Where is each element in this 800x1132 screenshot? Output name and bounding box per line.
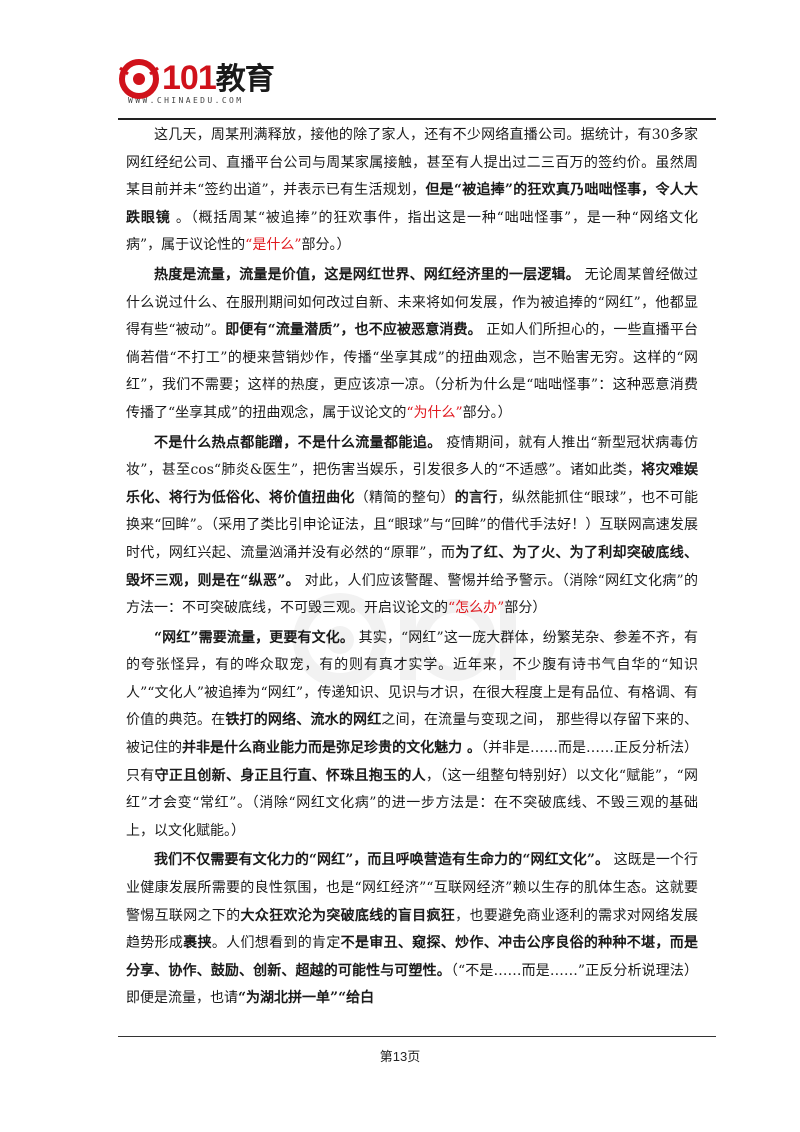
bold-text: 为了红、为了火、为了利却突破底线、毁坏三观，则是在“纵恶”。 (126, 544, 698, 589)
bold-text: 但是“被追捧”的狂欢真乃咄咄怪事，令人大跌眼镜 (126, 182, 698, 226)
text-run: （“不是……而是……”正反分析说理法）即便是流量，也请 (126, 962, 698, 1007)
text-run: 这既是一个行业健康发展所需要的良性氛围，也是“网红经济”“互联网经济”赖以生存的… (126, 852, 698, 924)
bold-text: “为湖北拼一单”“给白 (238, 990, 375, 1007)
bold-text: 不是审丑、窥探、炒作、冲击公序良俗的种种不堪，而是分享、协作、鼓励、创新、超越的… (126, 935, 699, 979)
text-run: 部分。） (462, 404, 512, 421)
page-header: 101教育 WWW.CHINAEDU.COM (118, 58, 718, 114)
text-run: （精简的整句） (354, 489, 455, 506)
bold-text: 将灾难娱乐化、将行为低俗化、将价值扭曲化 (126, 462, 699, 506)
text-run: 无论周某曾经做过什么说过什么、在服刑期间如何改过自新、未来将如何发展，作为被追捧… (126, 266, 699, 339)
text-run: （并非是……而是……正反分析法）只有 (126, 740, 699, 784)
logo-url: WWW.CHINAEDU.COM (128, 96, 244, 105)
text-run: 正如人们所担心的，一些直播平台倘若借“不打工”的梗来营销炒作，传播“坐享其成”的… (126, 322, 698, 421)
paragraph-5: 我们不仅需要有文化力的“网红”，而且呼唤营造有生命力的“网红文化”。 这既是一个… (126, 847, 698, 1013)
paragraph-3: 不是什么热点都能蹭，不是什么流量都能追。 疫情期间，就有人推出“新型冠状病毒仿妆… (126, 430, 698, 623)
logo-wordmark: 101教育 (162, 58, 275, 100)
bold-text: 铁打的网络、流水的网红 (225, 712, 382, 729)
red-highlight: “怎么办” (448, 600, 505, 617)
text-run: 。人们想看到的肯定 (211, 935, 341, 952)
bold-text: 大众狂欢沦为突破底线的盲目疯狂 (240, 907, 456, 924)
text-run: 疫情期间，就有人推出“新型冠状病毒仿妆”，甚至cos“肺炎&医生”，把伤害当娱乐… (126, 434, 699, 479)
logo-chinese: 教育 (215, 63, 275, 96)
bold-text: “网红”需要流量，更要有文化。 (154, 629, 355, 646)
text-run: ，也要避免商业逐利的需求对网络发展趋势形成 (126, 907, 699, 952)
bold-text: 并非是什么商业能力而是弥足珍贵的文化魅力 。 (182, 740, 481, 757)
bold-text: 裹挟 (183, 935, 212, 952)
text-run: 之间，在流量与变现之间， 那些得以存留下来的、被记住的 (126, 712, 699, 757)
paragraph-2: 热度是流量，流量是价值，这是网红世界、网红经济里的一层逻辑。 无论周某曾经做过什… (126, 262, 698, 428)
page-number: 第13页 (379, 1049, 421, 1064)
text-run: 部分。） (301, 237, 351, 254)
paragraph-1: 这几天，周某刑满释放，接他的除了家人，还有不少网络直播公司。据统计，有30多家网… (126, 122, 698, 260)
paragraph-4: “网红”需要流量，更要有文化。 其实，“网红”这一庞大群体，纷繁芜杂、参差不齐，… (126, 625, 698, 846)
logo-number: 101 (162, 59, 217, 97)
text-run: ，（这一组整句特别好）以文化“赋能”，“网红”才会变“常红”。（消除“网红文化病… (126, 767, 698, 839)
text-run: 对此，人们应该警醒、警惕并给予警示。（消除“网红文化病”的方法一：不可突破底线，… (126, 572, 698, 617)
logo: 101教育 (118, 58, 718, 100)
red-highlight: “是什么” (245, 237, 302, 254)
logo-icon (119, 59, 159, 99)
article-body: 这几天，周某刑满释放，接他的除了家人，还有不少网络直播公司。据统计，有30多家网… (126, 122, 698, 1013)
text-run: 这几天，周某刑满释放，接他的除了家人，还有不少网络直播公司。据统计，有30多家网… (126, 127, 698, 199)
bold-text: 守正且创新、身正且行直、怀珠且抱玉的人 (154, 767, 426, 784)
bold-text: 不是什么热点都能蹭，不是什么流量都能追。 (154, 434, 442, 451)
footer-divider (118, 1036, 716, 1037)
text-run: ，纵然能抓住“眼球”，也不可能换来“回眸”。（采用了类比引申论证法，且“眼球”与… (126, 489, 699, 561)
bold-text: 热度是流量，流量是价值，这是网红世界、网红经济里的一层逻辑。 (154, 266, 580, 283)
bold-text: 即便有“流量潜质”，也不应被恶意消费。 (225, 322, 482, 339)
bold-text: 的言行 (454, 489, 498, 506)
bold-text: 我们不仅需要有文化力的“网红”，而且呼唤营造有生命力的“网红文化”。 (154, 852, 610, 869)
text-run: 其实，“网红”这一庞大群体，纷繁芜杂、参差不齐，有的夸张怪异，有的哗众取宠，有的… (126, 629, 698, 729)
text-run: 。（概括周某“被追捧”的狂欢事件，指出这是一种“咄咄怪事”，是一种“网络文化病”… (126, 209, 699, 254)
red-highlight: “为什么” (406, 404, 463, 421)
header-divider (118, 118, 716, 120)
text-run: 部分） (504, 600, 547, 617)
